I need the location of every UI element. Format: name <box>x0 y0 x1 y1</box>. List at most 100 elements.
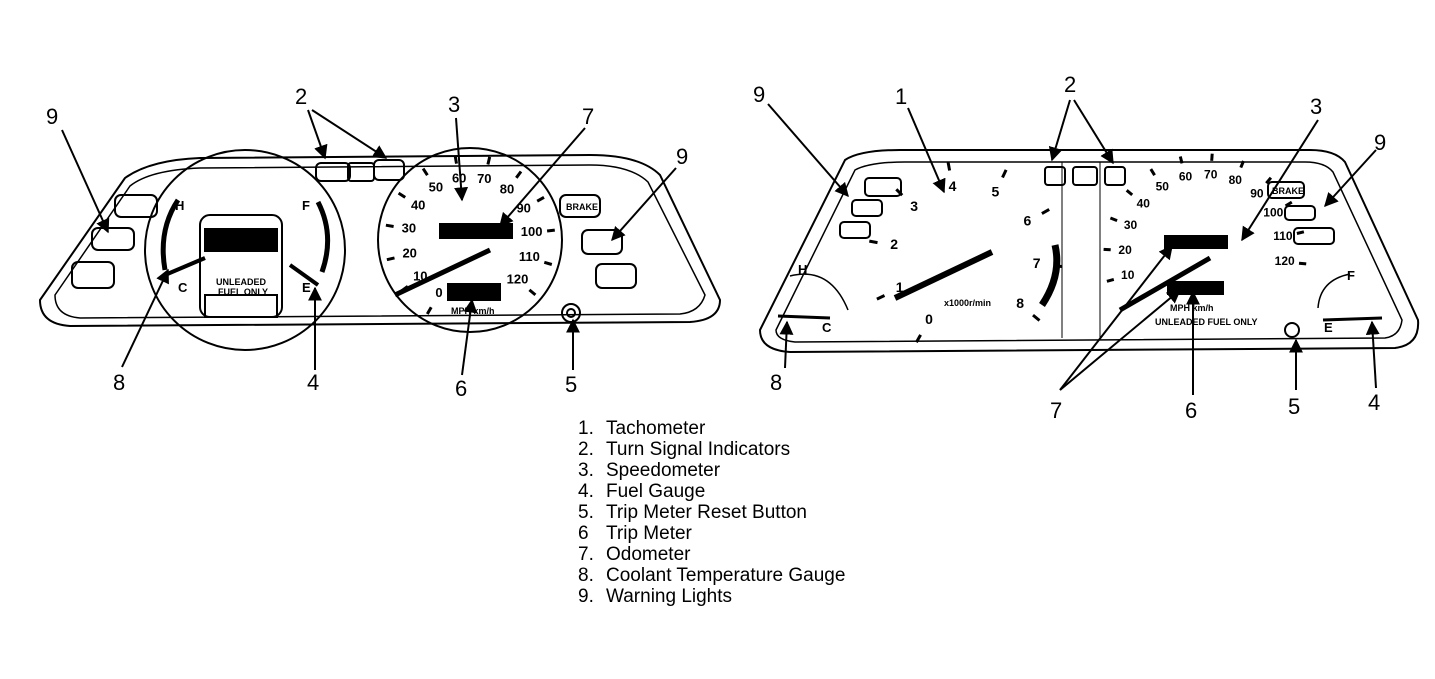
right-fuel-full-label: F <box>1347 268 1355 283</box>
legend-item-number: 7. <box>578 544 594 565</box>
left-speed-label-tick-6 <box>453 155 458 164</box>
tach-label-2: 2 <box>890 236 898 252</box>
right-speedometer-needle <box>1118 255 1212 313</box>
right-turn-signal-indicator <box>373 159 405 181</box>
right-speed-label-9: 100 <box>1263 206 1283 220</box>
right-speed-label-0: 10 <box>1121 268 1135 282</box>
temp-needle <box>164 256 206 277</box>
right-speed-label-tick-6 <box>1210 153 1214 161</box>
left-speed-label-11: 110 <box>519 249 540 264</box>
legend-item-8: 8.Coolant Temperature Gauge <box>578 565 845 586</box>
callout-left-2: 2 <box>295 84 307 109</box>
tach-label-0: 0 <box>925 311 933 327</box>
arrow-right-7b <box>1059 289 1182 391</box>
tach-label-tick-3 <box>895 188 904 197</box>
left-speed-label-9: 90 <box>516 200 530 215</box>
center-display-window <box>204 228 278 252</box>
left-cluster <box>38 147 722 351</box>
callout-arrows <box>61 99 1380 395</box>
arrow-left-9a <box>61 129 110 234</box>
left-speedometer-ring <box>377 147 563 333</box>
callout-right-8: 8 <box>770 370 782 395</box>
right-high-beam-indicator <box>1072 166 1098 186</box>
legend-item-5: 5. Trip Meter Reset Button <box>578 502 845 523</box>
right-fuel-needle <box>1322 316 1383 322</box>
center-display-lower <box>204 294 278 318</box>
tach-label-tick-5 <box>1001 169 1008 179</box>
right-speed-label-6: 70 <box>1204 167 1218 181</box>
legend-item-text: Odometer <box>606 544 691 565</box>
legend-item-9: 9.Warning Lights <box>578 586 845 607</box>
left-speed-label-12: 120 <box>507 271 529 286</box>
legend-item-number: 9. <box>578 586 594 607</box>
left-trip-reset-knob-inner <box>566 308 576 318</box>
left-odometer-display <box>439 223 513 239</box>
left-speed-label-6: 60 <box>452 170 466 185</box>
battery-warning-light <box>91 227 135 251</box>
left-speed-label-8: 80 <box>500 182 514 197</box>
tachometer-redline <box>1039 244 1061 307</box>
arrow-right-7a <box>1059 244 1173 391</box>
legend-item-text: Fuel Gauge <box>606 481 706 502</box>
left-speed-label-2: 20 <box>402 246 416 261</box>
right-speed-label-tick-5 <box>1178 156 1184 164</box>
left-speed-label-1: 10 <box>413 268 427 283</box>
legend-item-text: Trip Meter Reset Button <box>606 502 807 523</box>
tach-label-6: 6 <box>1024 213 1032 229</box>
right-speed-label-tick-10 <box>1296 230 1305 235</box>
right-speed-label-tick-11 <box>1298 261 1307 266</box>
right-blank-warning-light <box>839 221 871 239</box>
left-speed-label-tick-3 <box>385 223 394 228</box>
right-cluster <box>758 149 1420 354</box>
legend-item-number: 3. <box>578 460 594 481</box>
blank-warning-light <box>71 261 115 289</box>
left-speed-label-7: 70 <box>477 171 491 186</box>
right-battery-warning-light <box>851 199 883 217</box>
left-speedometer-needle <box>393 247 492 298</box>
callout-right-5: 5 <box>1288 394 1300 419</box>
right-speed-label-2: 30 <box>1124 218 1138 232</box>
right-door-warning-light <box>1293 227 1335 245</box>
legend-item-number: 4. <box>578 481 594 502</box>
right-brake-warning-light <box>1267 181 1305 199</box>
fuel-arc <box>315 200 331 273</box>
left-temp-hot-label: H <box>175 198 184 213</box>
right-speed-label-8: 90 <box>1250 186 1264 200</box>
left-speed-label-tick-10 <box>546 228 555 233</box>
callout-numbers: 9 2 3 7 9 8 4 6 5 9 1 2 3 9 8 7 6 5 4 <box>46 72 1386 423</box>
left-speed-label-tick-7 <box>486 156 492 165</box>
right-right-turn-indicator <box>1104 166 1126 186</box>
legend-item-number: 5. <box>578 502 594 523</box>
left-speed-label-tick-0 <box>425 306 433 315</box>
callout-right-4: 4 <box>1368 390 1380 415</box>
tach-unit-label: x1000r/min <box>944 298 991 308</box>
left-speed-label-tick-4 <box>397 191 407 199</box>
legend-item-2: 2.Turn Signal Indicators <box>578 439 845 460</box>
right-speed-label-tick-9 <box>1284 200 1293 208</box>
callout-left-4: 4 <box>307 370 319 395</box>
callout-left-7: 7 <box>582 104 594 129</box>
callout-left-9b: 9 <box>676 144 688 169</box>
tachometer-needle <box>893 249 994 301</box>
left-speed-label-5: 50 <box>429 180 443 195</box>
arrow-left-6 <box>461 298 478 376</box>
oil-pressure-warning-light <box>114 194 158 218</box>
high-beam-indicator <box>347 162 375 182</box>
right-speed-label-tick-3 <box>1125 189 1134 197</box>
brake-warning-light <box>559 194 601 218</box>
right-left-turn-indicator <box>1044 166 1066 186</box>
left-fuel-note-line2: FUEL ONLY <box>218 287 268 297</box>
right-odometer-display <box>1164 235 1228 249</box>
callout-left-8: 8 <box>113 370 125 395</box>
arrow-right-9b <box>1324 149 1377 208</box>
arrow-right-2a <box>1048 99 1071 162</box>
left-speed-label-10: 100 <box>521 224 543 239</box>
legend-item-text: Trip Meter <box>606 523 692 544</box>
callout-left-3: 3 <box>448 92 460 117</box>
left-speed-unit: MPH km/h <box>451 306 495 316</box>
legend-item-text: Speedometer <box>606 460 721 481</box>
fuel-needle <box>288 263 320 287</box>
right-fuel-arc <box>1317 273 1351 309</box>
